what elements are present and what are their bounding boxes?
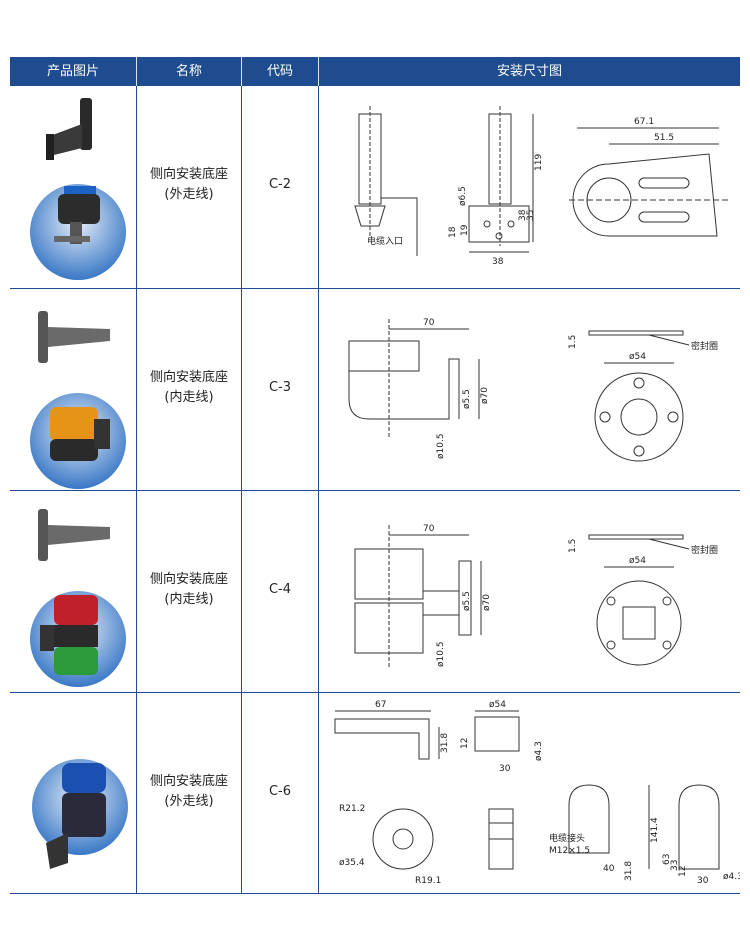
header-photo: 产品图片: [46, 64, 99, 79]
dim-r21-2: R21.2: [339, 804, 365, 814]
dim-33: 33: [670, 860, 680, 871]
dim-35: 35: [526, 210, 536, 221]
dim-10-5: ø10.5: [436, 641, 446, 667]
product-photo-c3: [30, 311, 126, 489]
dim-1-5: 1.5: [568, 335, 578, 349]
product-name-line2: (内走线): [164, 592, 214, 607]
dim-5-5: ø5.5: [462, 591, 472, 611]
dim-54: ø54: [629, 556, 646, 566]
label-seal: 密封圈: [691, 544, 718, 556]
dim-19: 19: [460, 224, 470, 236]
dim-70: 70: [423, 318, 435, 328]
header-drawing: 安装尺寸图: [496, 64, 562, 79]
label-seal: 密封圈: [691, 340, 718, 352]
product-photo-c4: [30, 509, 126, 687]
product-photo-c2: [30, 98, 126, 280]
row-divider: [10, 692, 740, 693]
dim-6-5: ø6.5: [458, 186, 468, 206]
label-thread-size: M12×1.5: [549, 846, 590, 856]
dim-141-4: 141.4: [650, 817, 660, 843]
product-code: C-2: [268, 177, 292, 192]
dim-12: 12: [460, 738, 470, 749]
dim-30b: 30: [697, 876, 709, 886]
header-code: 代码: [266, 64, 293, 79]
label-cable-entry: 电缆入口: [367, 235, 403, 247]
dim-38v: 38: [518, 209, 528, 221]
product-name: 侧向安装底座 (外走线): [137, 165, 241, 205]
row-divider: [10, 490, 740, 491]
dimension-drawing-c4: 70 ø70 ø5.5 ø10.5 1.5 密封圈 ø54: [354, 524, 718, 667]
dim-31-8: 31.8: [440, 733, 450, 753]
dim-51-5: 51.5: [654, 133, 674, 143]
product-name: 侧向安装底座 (内走线): [137, 368, 241, 408]
dim-35-4: ø35.4: [339, 858, 365, 868]
product-code: C-6: [268, 784, 292, 799]
dim-1-5: 1.5: [568, 539, 578, 553]
dim-54: ø54: [489, 700, 506, 710]
dim-30: 30: [499, 764, 511, 774]
dimension-drawing-c3: 70 ø70 ø5.5 ø10.5 1.5 密封圈 ø54: [348, 318, 718, 462]
dim-31-8b: 31.8: [624, 861, 634, 881]
product-table: 产品图片 名称 代码 安装尺寸图 侧向安装底座 (外走线) C-2: [10, 57, 740, 894]
row-divider: [10, 288, 740, 289]
label-cable-connector: 电缆接头: [549, 832, 585, 844]
product-name-line1: 侧向安装底座: [149, 370, 228, 385]
product-name: 侧向安装底座 (外走线): [137, 772, 241, 812]
dim-12b: 12: [678, 866, 688, 877]
dim-4-3b: ø4.3: [723, 872, 740, 882]
dim-4-3: ø4.3: [534, 741, 544, 761]
product-name-line2: (内走线): [164, 390, 214, 405]
dim-67: 67: [375, 700, 386, 710]
dim-18: 18: [448, 226, 458, 238]
product-name-line2: (外走线): [164, 794, 214, 809]
dim-10-5: ø10.5: [436, 433, 446, 459]
product-name-line1: 侧向安装底座: [149, 572, 228, 587]
dim-38h: 38: [492, 257, 504, 267]
dim-r19-1: R19.1: [415, 876, 441, 886]
product-name: 侧向安装底座 (内走线): [137, 570, 241, 610]
dimension-drawing-c2: 电缆入口 119 38 35 ø6.5 18 19 38 67.1 51.5: [354, 106, 729, 267]
product-name-line2: (外走线): [164, 187, 214, 202]
dim-54: ø54: [629, 352, 646, 362]
product-code: C-3: [268, 380, 292, 395]
dim-70v: ø70: [480, 387, 490, 404]
dim-67-1: 67.1: [634, 117, 654, 127]
dim-63: 63: [662, 854, 672, 865]
dim-70: 70: [423, 524, 435, 534]
row-divider: [10, 893, 740, 894]
dim-40: 40: [603, 864, 615, 874]
product-name-line1: 侧向安装底座: [149, 167, 228, 182]
table-header: 产品图片 名称 代码 安装尺寸图: [10, 57, 740, 86]
product-code: C-4: [268, 582, 292, 597]
product-name-line1: 侧向安装底座: [149, 774, 228, 789]
header-name: 名称: [175, 64, 202, 79]
dimension-drawing-c6: 67 31.8 ø54 12 30 ø4.3 R21.2 ø35.4 R19.1…: [334, 700, 740, 886]
dim-5-5: ø5.5: [462, 389, 472, 409]
dim-119: 119: [534, 154, 544, 171]
dim-70v: ø70: [482, 594, 492, 611]
product-photo-c6: [32, 759, 128, 869]
